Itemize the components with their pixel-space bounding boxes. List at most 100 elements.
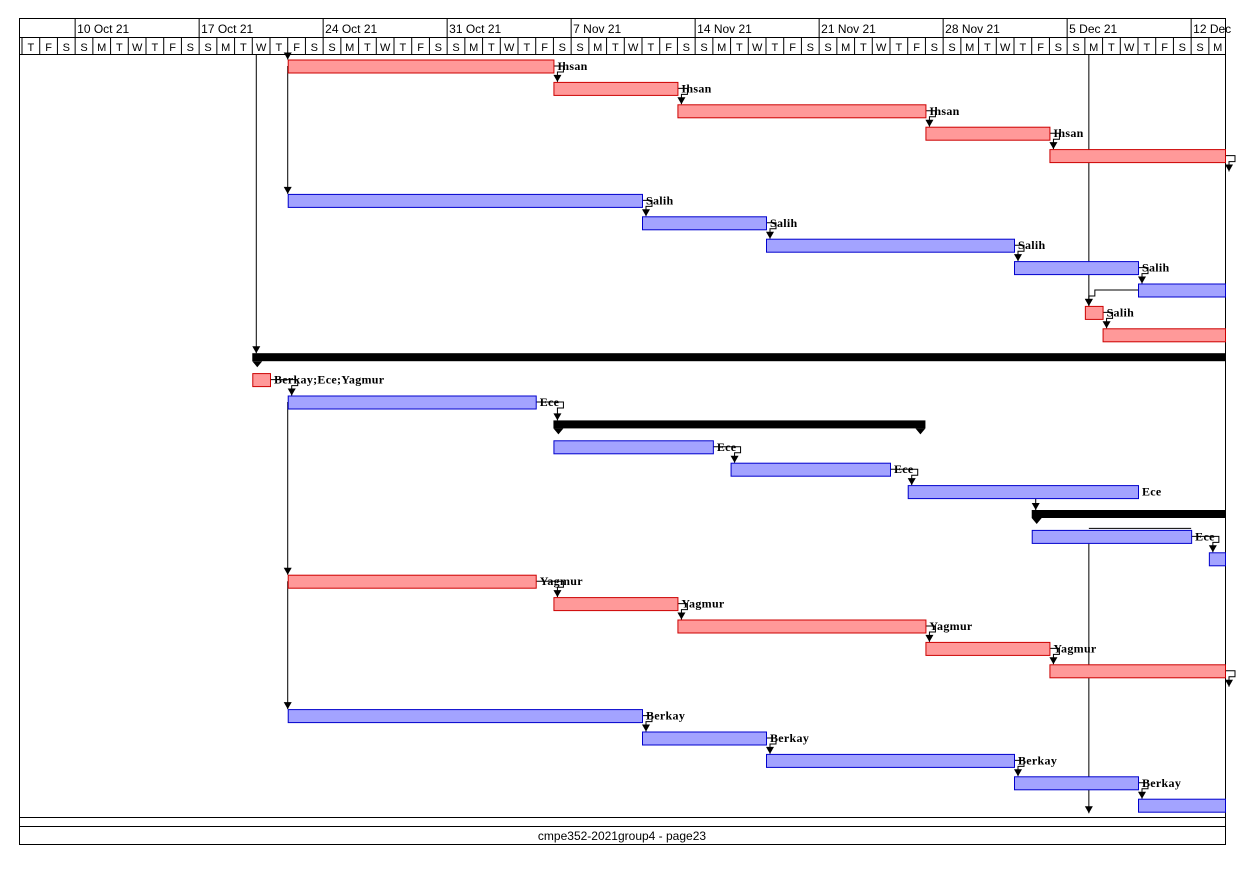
day-letter: F xyxy=(789,42,796,54)
dependency-arrow xyxy=(1225,164,1233,172)
dependency-arrow xyxy=(677,97,686,105)
dependency-arrow xyxy=(553,74,562,82)
day-letter: S xyxy=(204,42,211,54)
day-letter: W xyxy=(132,42,143,54)
resource-label: Berkay xyxy=(1142,776,1181,790)
task-bar xyxy=(642,731,767,746)
day-letter: M xyxy=(717,42,726,54)
day-letter: S xyxy=(948,42,955,54)
task-bar xyxy=(1014,776,1139,791)
task-bar xyxy=(287,193,643,208)
day-letter: F xyxy=(1161,42,1168,54)
dependency-arrow xyxy=(252,346,261,354)
day-letter: F xyxy=(541,42,548,54)
dependency-arrow xyxy=(730,455,739,463)
resource-label: Salih xyxy=(1142,261,1170,275)
day-letter: T xyxy=(612,42,619,54)
dependency-arrow xyxy=(1138,276,1146,284)
day-letter: T xyxy=(27,42,34,54)
footer-text: cmpe352-2021group4 - page23 xyxy=(538,829,706,843)
day-letter: T xyxy=(1108,42,1115,54)
dependency-arrow xyxy=(642,724,650,732)
dependency-lines xyxy=(252,52,1236,814)
task-bar xyxy=(1138,798,1226,813)
day-letter: S xyxy=(1179,42,1186,54)
resource-label: Salih xyxy=(1018,238,1046,252)
day-letter: W xyxy=(876,42,887,54)
resource-label: Berkay xyxy=(770,731,809,745)
resource-label: Berkay;Ece;Yagmur xyxy=(274,373,385,387)
day-letter: W xyxy=(1124,42,1135,54)
week-label: 21 Nov 21 xyxy=(821,22,876,36)
task-bar xyxy=(677,619,927,634)
resource-label: Ece xyxy=(717,440,737,454)
resource-label: Ece xyxy=(1195,529,1215,543)
day-letter: T xyxy=(895,42,902,54)
task-bar xyxy=(642,216,767,231)
resource-label: Berkay xyxy=(1018,753,1057,767)
dependency-arrow xyxy=(925,119,934,127)
day-letter: S xyxy=(187,42,194,54)
day-letter: W xyxy=(256,42,267,54)
dependency-arrow xyxy=(1049,142,1058,150)
summary-bar xyxy=(553,420,926,429)
day-letter: W xyxy=(752,42,763,54)
dependency-arrow xyxy=(1208,545,1217,553)
day-letter: S xyxy=(311,42,318,54)
day-letter: S xyxy=(931,42,938,54)
summary-start-marker xyxy=(1031,518,1042,524)
dependency-arrow xyxy=(1084,298,1093,306)
week-label: 7 Nov 21 xyxy=(573,22,621,36)
dependency-arrow xyxy=(283,702,292,710)
resource-label: Yagmur xyxy=(540,574,584,588)
day-letter: M xyxy=(345,42,354,54)
task-bar xyxy=(1014,261,1139,276)
dependency-arrow xyxy=(283,567,292,575)
resource-label: Salih xyxy=(646,193,674,207)
resource-label: Yagmur xyxy=(929,619,973,633)
dependency-arrow xyxy=(553,590,562,598)
task-bar xyxy=(907,485,1140,500)
summary-bar xyxy=(1031,510,1225,518)
day-letter: W xyxy=(628,42,639,54)
day-letter: M xyxy=(97,42,106,54)
dependency-arrow xyxy=(907,478,916,486)
day-letter: M xyxy=(1213,42,1222,54)
dependency-arrow xyxy=(1049,657,1058,665)
day-letter: W xyxy=(1000,42,1011,54)
summary-start-marker xyxy=(252,361,263,368)
task-bar xyxy=(925,126,1051,141)
dependency-arrow xyxy=(1014,769,1022,777)
day-letter: W xyxy=(504,42,515,54)
dependency-arrow xyxy=(1084,806,1093,814)
resource-label: Ece xyxy=(540,395,560,409)
day-letter: M xyxy=(965,42,974,54)
task-bar xyxy=(287,709,643,724)
header-box xyxy=(19,18,1226,55)
task-bar xyxy=(1031,529,1193,544)
task-bar xyxy=(677,104,927,119)
task-bar xyxy=(1102,328,1226,343)
day-letter: S xyxy=(1055,42,1062,54)
resource-label: Salih xyxy=(770,216,798,230)
resource-label: Ihsan xyxy=(557,59,587,73)
task-bar xyxy=(287,574,537,589)
day-letter: M xyxy=(469,42,478,54)
dependency-arrow xyxy=(642,209,650,217)
dependency-arrow xyxy=(283,52,292,60)
summary-bar xyxy=(252,353,1226,362)
resource-label: Yagmur xyxy=(1053,641,1097,655)
day-letter: T xyxy=(1019,42,1026,54)
task-bar xyxy=(1138,283,1226,298)
dependency-arrow xyxy=(1031,503,1040,510)
dependency-arrow xyxy=(766,746,774,754)
task-bar xyxy=(553,597,679,612)
day-letter: T xyxy=(860,42,867,54)
day-letter: S xyxy=(559,42,566,54)
day-letter: S xyxy=(1196,42,1203,54)
day-letter: T xyxy=(364,42,371,54)
resource-label: Ihsan xyxy=(1053,126,1083,140)
summary-end-marker xyxy=(915,428,926,435)
